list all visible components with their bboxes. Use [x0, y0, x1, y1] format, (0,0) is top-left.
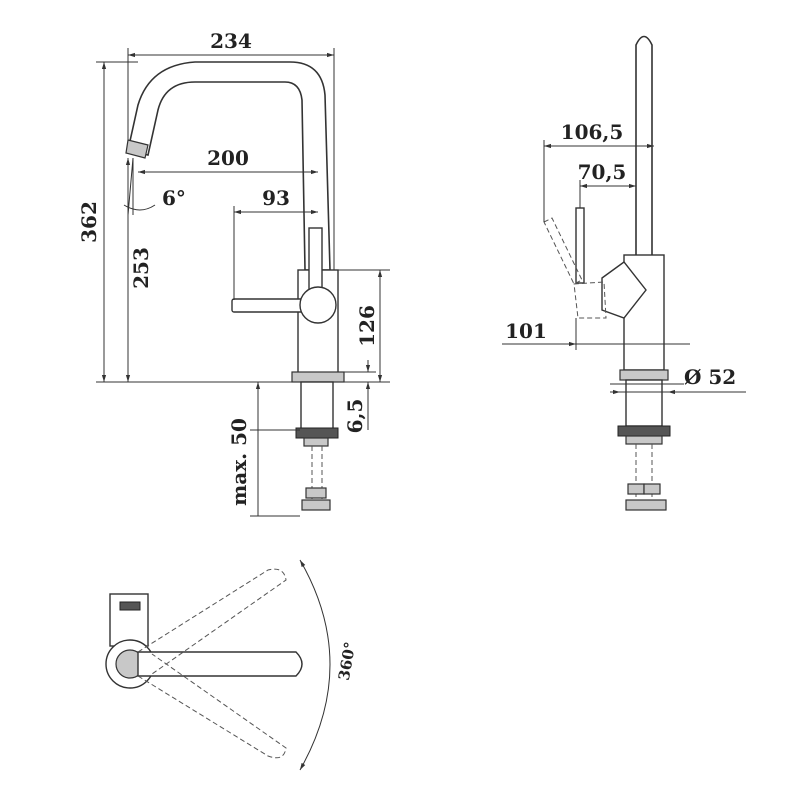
- dim-front-reach: 200: [207, 146, 249, 170]
- front-nut-lower: [303, 437, 329, 447]
- dim-front-width-top: 234: [210, 29, 252, 53]
- top-handle-rotated-down: [137, 653, 287, 759]
- side-nut: [617, 425, 671, 437]
- dim-side-handle-offset: 101: [505, 319, 547, 343]
- side-view: 106,5 70,5 101 Ø 52: [502, 35, 746, 511]
- dim-side-base-diameter: Ø 52: [684, 365, 736, 389]
- front-spout-tip: [125, 139, 149, 159]
- side-lever: [575, 207, 585, 284]
- dim-front-body-height: 126: [355, 305, 379, 347]
- front-base-flange: [291, 371, 345, 383]
- front-view: 234 200 93 6° 362 253 126 6,5: [77, 29, 390, 517]
- dim-front-angle: 6°: [162, 186, 186, 210]
- dim-top-rotation: 360°: [335, 640, 359, 681]
- top-view: 360°: [105, 559, 359, 771]
- dim-front-max-thickness: max. 50: [227, 418, 251, 506]
- side-spout: [635, 35, 653, 255]
- dim-front-handle: 93: [262, 186, 290, 210]
- top-aerator: [119, 601, 141, 611]
- side-shank: [625, 379, 663, 427]
- dim-side-total-depth: 106,5: [561, 120, 624, 144]
- side-cartridge: [601, 261, 647, 319]
- front-cartridge: [299, 286, 337, 324]
- dim-front-spout-height: 253: [129, 247, 153, 289]
- front-nut: [295, 427, 339, 439]
- top-handle: [137, 651, 303, 677]
- front-shank: [300, 381, 334, 431]
- dim-front-flange: 6,5: [343, 399, 367, 434]
- dim-side-handle-depth: 70,5: [578, 160, 627, 184]
- dim-front-total-height: 362: [77, 201, 101, 243]
- top-handle-rotated-up: [137, 568, 287, 675]
- front-hose-fitting: [305, 487, 327, 499]
- top-rotation-arc: [299, 559, 331, 771]
- side-base-flange: [619, 369, 669, 381]
